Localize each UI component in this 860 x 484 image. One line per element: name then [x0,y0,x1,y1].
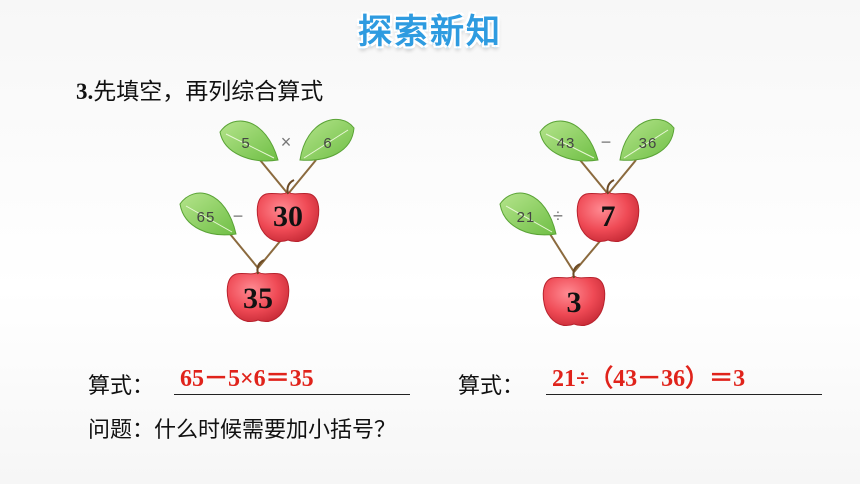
apple-mid: 30 [256,179,320,243]
leaf-top-left-value: 5 [241,135,250,152]
calculation-tree-1: 5 × 6 65 − 30 35 [179,118,355,323]
op-mid: − [233,206,244,226]
answer-line-left [174,394,410,395]
leaf-top-right: 6 [299,118,355,161]
apple-bottom-value: 3 [567,286,582,319]
leaf-mid: 21 [499,192,557,236]
answer-right: 21÷（43－36）＝3 [552,366,746,392]
leaf-top-right: 36 [619,118,675,161]
leaf-top-left: 43 [539,120,599,162]
apple-mid-value: 30 [273,200,303,233]
leaf-top-left: 5 [219,120,279,162]
leaf-mid-value: 21 [517,209,536,226]
formula-label-right: 算式： [458,374,525,399]
apple-mid: 7 [576,179,640,243]
question-text: 先填空，再列综合算式 [93,79,324,105]
page-title: 探索新知 [358,12,502,52]
op-top: × [281,132,292,152]
answer-left: 65－5×6＝35 [180,366,314,392]
leaf-top-right-value: 36 [639,135,658,152]
apple-bottom: 3 [542,263,606,327]
leaf-mid: 65 [179,192,237,236]
leaf-top-right-value: 6 [323,135,332,152]
op-mid: ÷ [553,206,563,226]
calculation-tree-2: 43 − 36 21 ÷ 7 3 [499,118,675,327]
formula-label-left: 算式： [88,374,155,399]
problem-question: 问题：什么时候需要加小括号？ [88,418,397,443]
leaf-mid-value: 65 [197,209,216,226]
leaf-top-left-value: 43 [557,135,576,152]
question-heading: 3.先填空，再列综合算式 [76,72,323,106]
op-top: − [601,132,612,152]
answer-line-right [546,394,822,395]
apple-bottom-value: 35 [243,282,273,315]
apple-mid-value: 7 [601,200,616,233]
question-number: 3. [76,79,94,104]
apple-bottom: 35 [226,259,290,323]
